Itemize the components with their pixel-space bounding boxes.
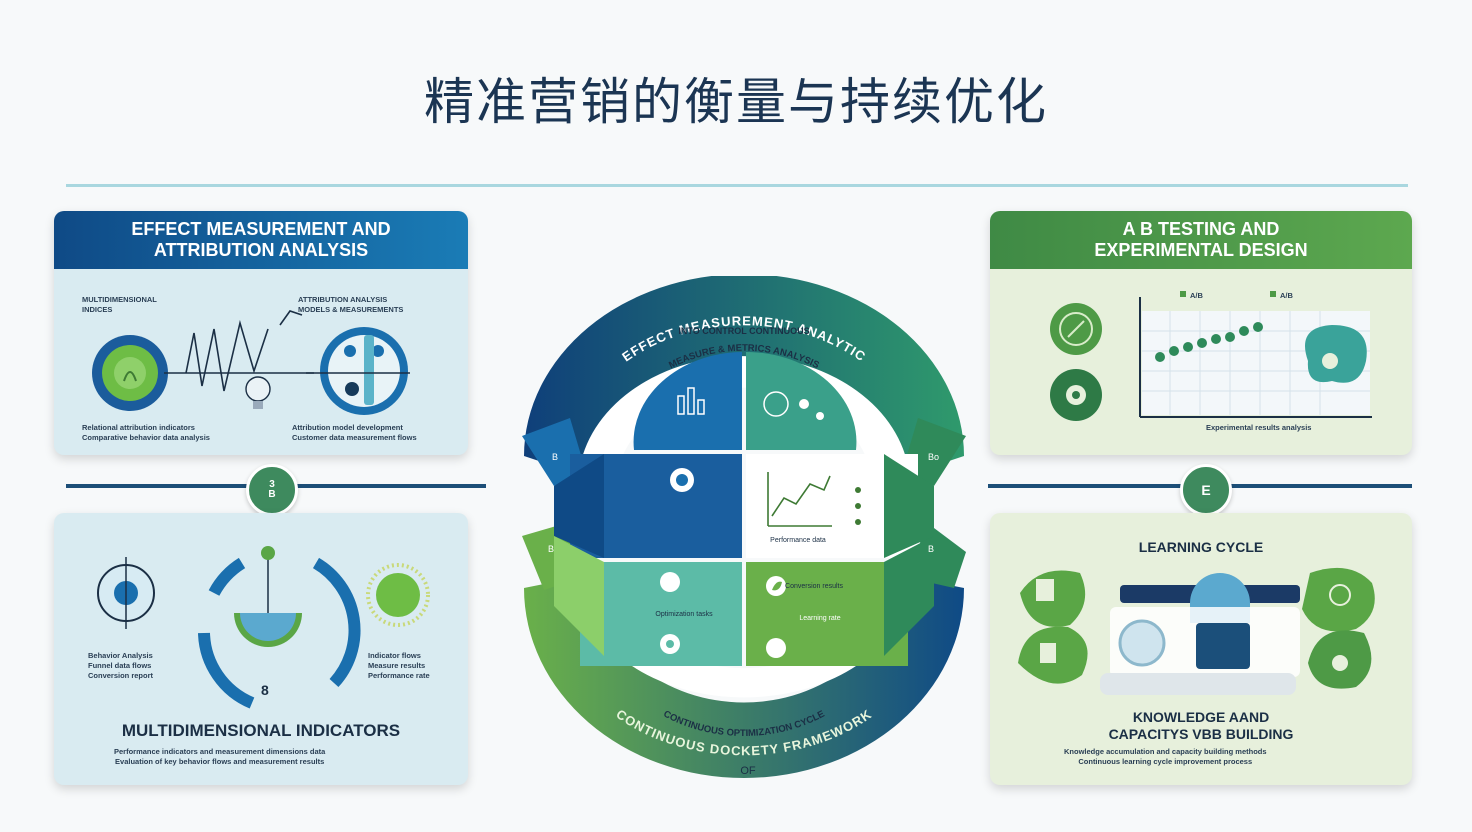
- ab-testing-chart: [1050, 291, 1372, 421]
- legend-a: A/B: [1190, 291, 1203, 300]
- effect-measurement-heading: EFFECT MEASUREMENT AND ATTRIBUTION ANALY…: [54, 211, 468, 269]
- outer-ring-bottom: [524, 576, 964, 778]
- inner-arc-top2-text: INTO CONTROL CONTINUOUS: [678, 326, 809, 336]
- page-title: 精准营销的衡量与持续优化: [424, 73, 1048, 131]
- magnifier-icon: [306, 327, 410, 415]
- caption-left: Relational attribution indicators Compar…: [82, 423, 210, 442]
- sun-icon: [366, 563, 430, 627]
- indicator-flows-label: Indicator flows Measure results Performa…: [368, 651, 430, 680]
- attribution-models-label: ATTRIBUTION ANALYSIS MODELS & MEASUREMEN…: [298, 295, 404, 314]
- effect-measurement-panel: EFFECT MEASUREMENT AND ATTRIBUTION ANALY…: [54, 211, 468, 455]
- ab-testing-heading: A B TESTING AND EXPERIMENTAL DESIGN: [990, 211, 1412, 269]
- target-icon: [92, 335, 168, 411]
- brain-icon: [1305, 325, 1367, 383]
- optimization-cycle-diagram: EFFECT MEASUREMENT ANALYTIC MEASURE & ME…: [522, 276, 966, 778]
- side-right-top: Bo: [928, 452, 939, 462]
- pie-chart-icon: 8: [198, 546, 361, 709]
- gear-icon: [1050, 369, 1102, 421]
- gear-icon: [799, 399, 824, 420]
- lightbulb-icon: [1308, 630, 1372, 689]
- side-right-bottom: B: [928, 544, 934, 554]
- chart-axes: [1139, 297, 1372, 418]
- side-left-bottom: B: [548, 544, 554, 554]
- attribution-illustration: [92, 310, 410, 415]
- ab-testing-panel: A B TESTING AND EXPERIMENTAL DESIGN: [990, 211, 1412, 455]
- quad-caption-opt: Optimization tasks: [655, 611, 713, 618]
- money-icon: [660, 572, 680, 592]
- ab-trend-points: [1155, 322, 1263, 362]
- learning-cycle-heading: LEARNING CYCLE: [1138, 539, 1264, 555]
- quad-caption-perf: Performance data: [770, 537, 826, 544]
- target-icon: [97, 557, 155, 629]
- globe-icon: [763, 391, 789, 417]
- target-icon: [660, 634, 680, 654]
- left-node-label: 3 B: [268, 479, 276, 500]
- right-node-label: E: [1201, 482, 1211, 498]
- quad-label-conv: Conversion results: [785, 583, 843, 590]
- funnel-chart-icon: [164, 310, 314, 392]
- leaf-icon: [766, 576, 786, 596]
- document-icon: [1020, 570, 1086, 627]
- left-connector-node[interactable]: 3 B: [246, 464, 298, 516]
- chair-icon: [1018, 626, 1088, 684]
- bar-chart-icon: [677, 387, 705, 415]
- indicators-illustration: 8: [97, 546, 430, 709]
- bottom-mark: OF: [740, 765, 756, 777]
- learning-footer: Knowledge accumulation and capacity buil…: [1064, 747, 1267, 766]
- multidimensional-indicators-panel: 8 Behavior Analysis Funnel data flows Co…: [54, 513, 468, 785]
- behavior-analysis-label: Behavior Analysis Funnel data flows Conv…: [88, 651, 154, 680]
- multidimensional-indices-label: MULTIDIMENSIONAL INDICES: [82, 295, 157, 314]
- learning-cycle-illustration: [1018, 567, 1375, 695]
- flask-icon: [1050, 303, 1102, 355]
- title-divider: [66, 184, 1408, 187]
- legend-b: A/B: [1280, 291, 1293, 300]
- multidimensional-indicators-heading: MULTIDIMENSIONAL INDICATORS: [121, 721, 401, 740]
- right-connector-node[interactable]: E: [1180, 464, 1232, 516]
- quad-caption-learn: Learning rate: [799, 615, 840, 622]
- svg-text:8: 8: [261, 682, 269, 698]
- cart-icon: [670, 468, 694, 492]
- caption-right: Attribution model development Customer d…: [292, 423, 417, 442]
- learning-cycle-panel: LEARNING CYCLE KNOWLEDGE AAND CAPACITYS …: [990, 513, 1412, 785]
- chart-caption: Experimental results analysis: [1206, 423, 1312, 432]
- side-left-top: B: [552, 452, 558, 462]
- outer-ring-top: [524, 276, 964, 476]
- lightbulb-icon: [245, 376, 271, 409]
- chat-icon: [1302, 567, 1375, 632]
- knowledge-building-heading: KNOWLEDGE AAND CAPACITYS VBB BUILDING: [1108, 709, 1294, 742]
- line-chart-icon: [767, 472, 832, 527]
- indicators-footer: Performance indicators and measurement d…: [114, 747, 326, 766]
